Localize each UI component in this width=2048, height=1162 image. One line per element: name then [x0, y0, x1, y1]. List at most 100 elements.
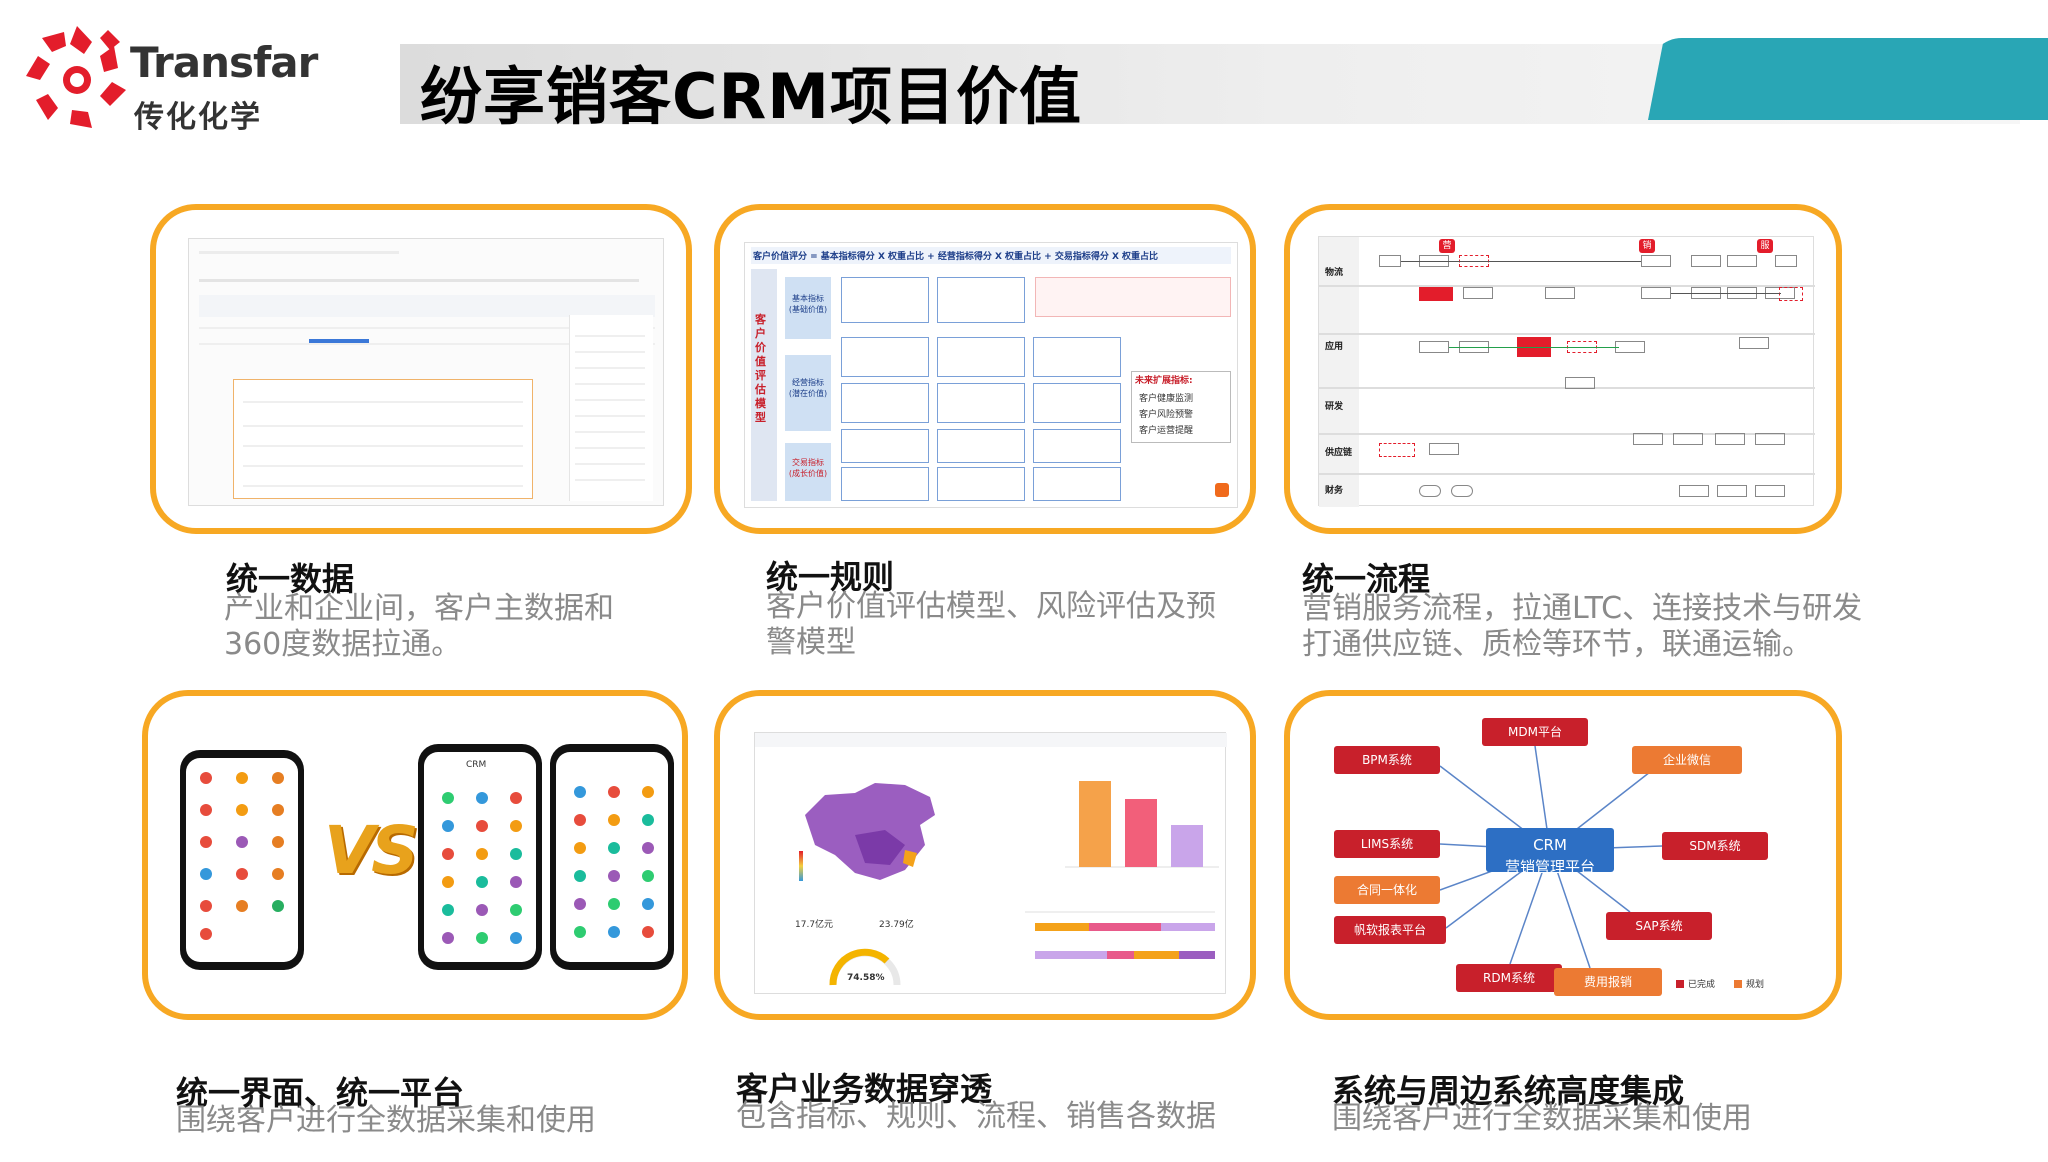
flow-header: 营 — [1439, 239, 1455, 253]
card-title: 统一流程 — [1302, 560, 1431, 598]
app-icon — [442, 876, 454, 888]
app-icon — [510, 932, 522, 944]
sogou-icon — [1215, 483, 1229, 497]
crm-platform-node: CRM 营销管理平台 — [1486, 828, 1614, 876]
transfar-logo-icon — [26, 26, 126, 128]
lane-label: 供应链 — [1325, 448, 1353, 458]
app-icon — [442, 932, 454, 944]
app-icon — [510, 820, 522, 832]
crm-data-screenshot — [188, 238, 664, 506]
group-label: 交易指标(成长价值) — [788, 458, 828, 478]
logo-text-en: Transfar — [130, 38, 318, 87]
app-icon — [476, 904, 488, 916]
card-desc-line: 警模型 — [766, 625, 856, 660]
app-icon — [574, 786, 586, 798]
crm-title: CRM — [1533, 836, 1567, 854]
card-desc-line: 产业和企业间，客户主数据和 — [224, 591, 614, 626]
app-icon — [476, 932, 488, 944]
model-label: 客户价值评估模型 — [755, 313, 766, 424]
logo-text-cn: 传化化学 — [134, 100, 262, 135]
process-flow-screenshot: 物流 应用 研发 供应链 财务 营 销 服 — [1318, 236, 1815, 507]
card-desc-line: 客户价值评估模型、风险评估及预 — [766, 589, 1216, 624]
system-node-sdm: SDM系统 — [1662, 832, 1768, 860]
legend-swatch-plan — [1734, 980, 1742, 988]
crm-subtitle: 营销管理平台 — [1504, 858, 1595, 876]
app-icon-grid — [442, 786, 654, 944]
card-title: 统一规则 — [766, 558, 895, 596]
card-desc-line: 围绕客户进行全数据采集和使用 — [176, 1103, 596, 1138]
app-icon — [608, 926, 620, 938]
app-icon — [510, 876, 522, 888]
china-map — [805, 783, 935, 880]
app-icon — [642, 842, 654, 854]
app-icon — [574, 926, 586, 938]
page-title: 纷享销客CRM项目价值 — [420, 60, 1082, 133]
legend-label: 已完成 — [1688, 980, 1716, 990]
future-item: 客户风险预警 — [1139, 410, 1194, 420]
card-unified-rules: 客户价值评分 = 基本指标得分 X 权重占比 + 经营指标得分 X 权重占比 +… — [714, 204, 1256, 534]
system-node-finereport: 帆软报表平台 — [1334, 916, 1446, 944]
app-icon — [608, 814, 620, 826]
app-icon — [510, 792, 522, 804]
legend-label: 规划 — [1746, 980, 1765, 990]
lane-label: 研发 — [1325, 402, 1344, 412]
phone-old-app — [180, 750, 304, 970]
future-item: 客户健康监测 — [1139, 394, 1194, 404]
card-desc-line: 围绕客户进行全数据采集和使用 — [1332, 1101, 1752, 1136]
app-icon — [642, 898, 654, 910]
app-title: CRM — [466, 760, 487, 770]
app-icon — [442, 904, 454, 916]
card-desc-line: 打通供应链、质检等环节，联通运输。 — [1302, 627, 1812, 662]
card-title: 系统与周边系统高度集成 — [1332, 1072, 1685, 1110]
bar-chart — [1065, 781, 1219, 868]
card-title: 客户业务数据穿透 — [736, 1070, 993, 1108]
stat-value: 23.79亿 — [879, 920, 914, 930]
app-icon — [510, 904, 522, 916]
app-icon — [574, 814, 586, 826]
system-node-contract: 合同一体化 — [1334, 876, 1440, 904]
app-icon — [476, 848, 488, 860]
legend-swatch-done — [1676, 980, 1684, 988]
vs-label: VS — [324, 812, 419, 889]
app-icon — [442, 820, 454, 832]
app-icon — [608, 786, 620, 798]
app-icon — [608, 898, 620, 910]
card-unified-interface: VS CRM — [142, 690, 688, 1020]
app-icon — [608, 842, 620, 854]
stat-value: 17.7亿元 — [795, 920, 834, 930]
gauge-value: 74.58% — [847, 973, 885, 983]
app-icon — [442, 848, 454, 860]
app-icon — [642, 926, 654, 938]
system-node-mdm: MDM平台 — [1482, 718, 1588, 746]
card-title: 统一数据 — [226, 560, 355, 598]
lane-label: 应用 — [1325, 342, 1344, 352]
future-title: 未来扩展指标: — [1135, 376, 1193, 386]
value-model-screenshot: 客户价值评分 = 基本指标得分 X 权重占比 + 经营指标得分 X 权重占比 +… — [744, 242, 1238, 508]
system-node-rdm: RDM系统 — [1456, 964, 1562, 992]
app-icon — [476, 792, 488, 804]
formula-text: 客户价值评分 = 基本指标得分 X 权重占比 + 经营指标得分 X 权重占比 +… — [751, 247, 1231, 264]
app-icon — [442, 792, 454, 804]
system-node-bpm: BPM系统 — [1334, 746, 1440, 774]
future-item: 客户运营提醒 — [1139, 426, 1194, 436]
app-icon — [642, 870, 654, 882]
flow-header: 销 — [1639, 239, 1655, 253]
card-unified-process: 物流 应用 研发 供应链 财务 营 销 服 — [1284, 204, 1842, 534]
lane-label: 物流 — [1325, 268, 1344, 278]
group-label: 基本指标(基础价值) — [788, 294, 828, 314]
system-node-sap: SAP系统 — [1606, 912, 1712, 940]
app-icon — [510, 848, 522, 860]
card-unified-data — [150, 204, 692, 534]
card-system-integration: CRM 营销管理平台 MDM平台 BPM系统 企业微信 LIMS系统 SDM系统… — [1284, 690, 1842, 1020]
gauge-chart — [829, 948, 901, 986]
app-icon — [476, 876, 488, 888]
app-icon — [642, 786, 654, 798]
decorative-teal-tab — [1648, 38, 2048, 120]
lane-label: 财务 — [1325, 486, 1344, 496]
app-icon — [642, 814, 654, 826]
dashboard-screenshot: 17.7亿元 23.79亿 74.58% — [754, 732, 1227, 994]
app-icon — [574, 870, 586, 882]
flow-header: 服 — [1757, 239, 1773, 253]
app-icon — [476, 820, 488, 832]
group-label: 经营指标(潜在价值) — [788, 378, 828, 398]
